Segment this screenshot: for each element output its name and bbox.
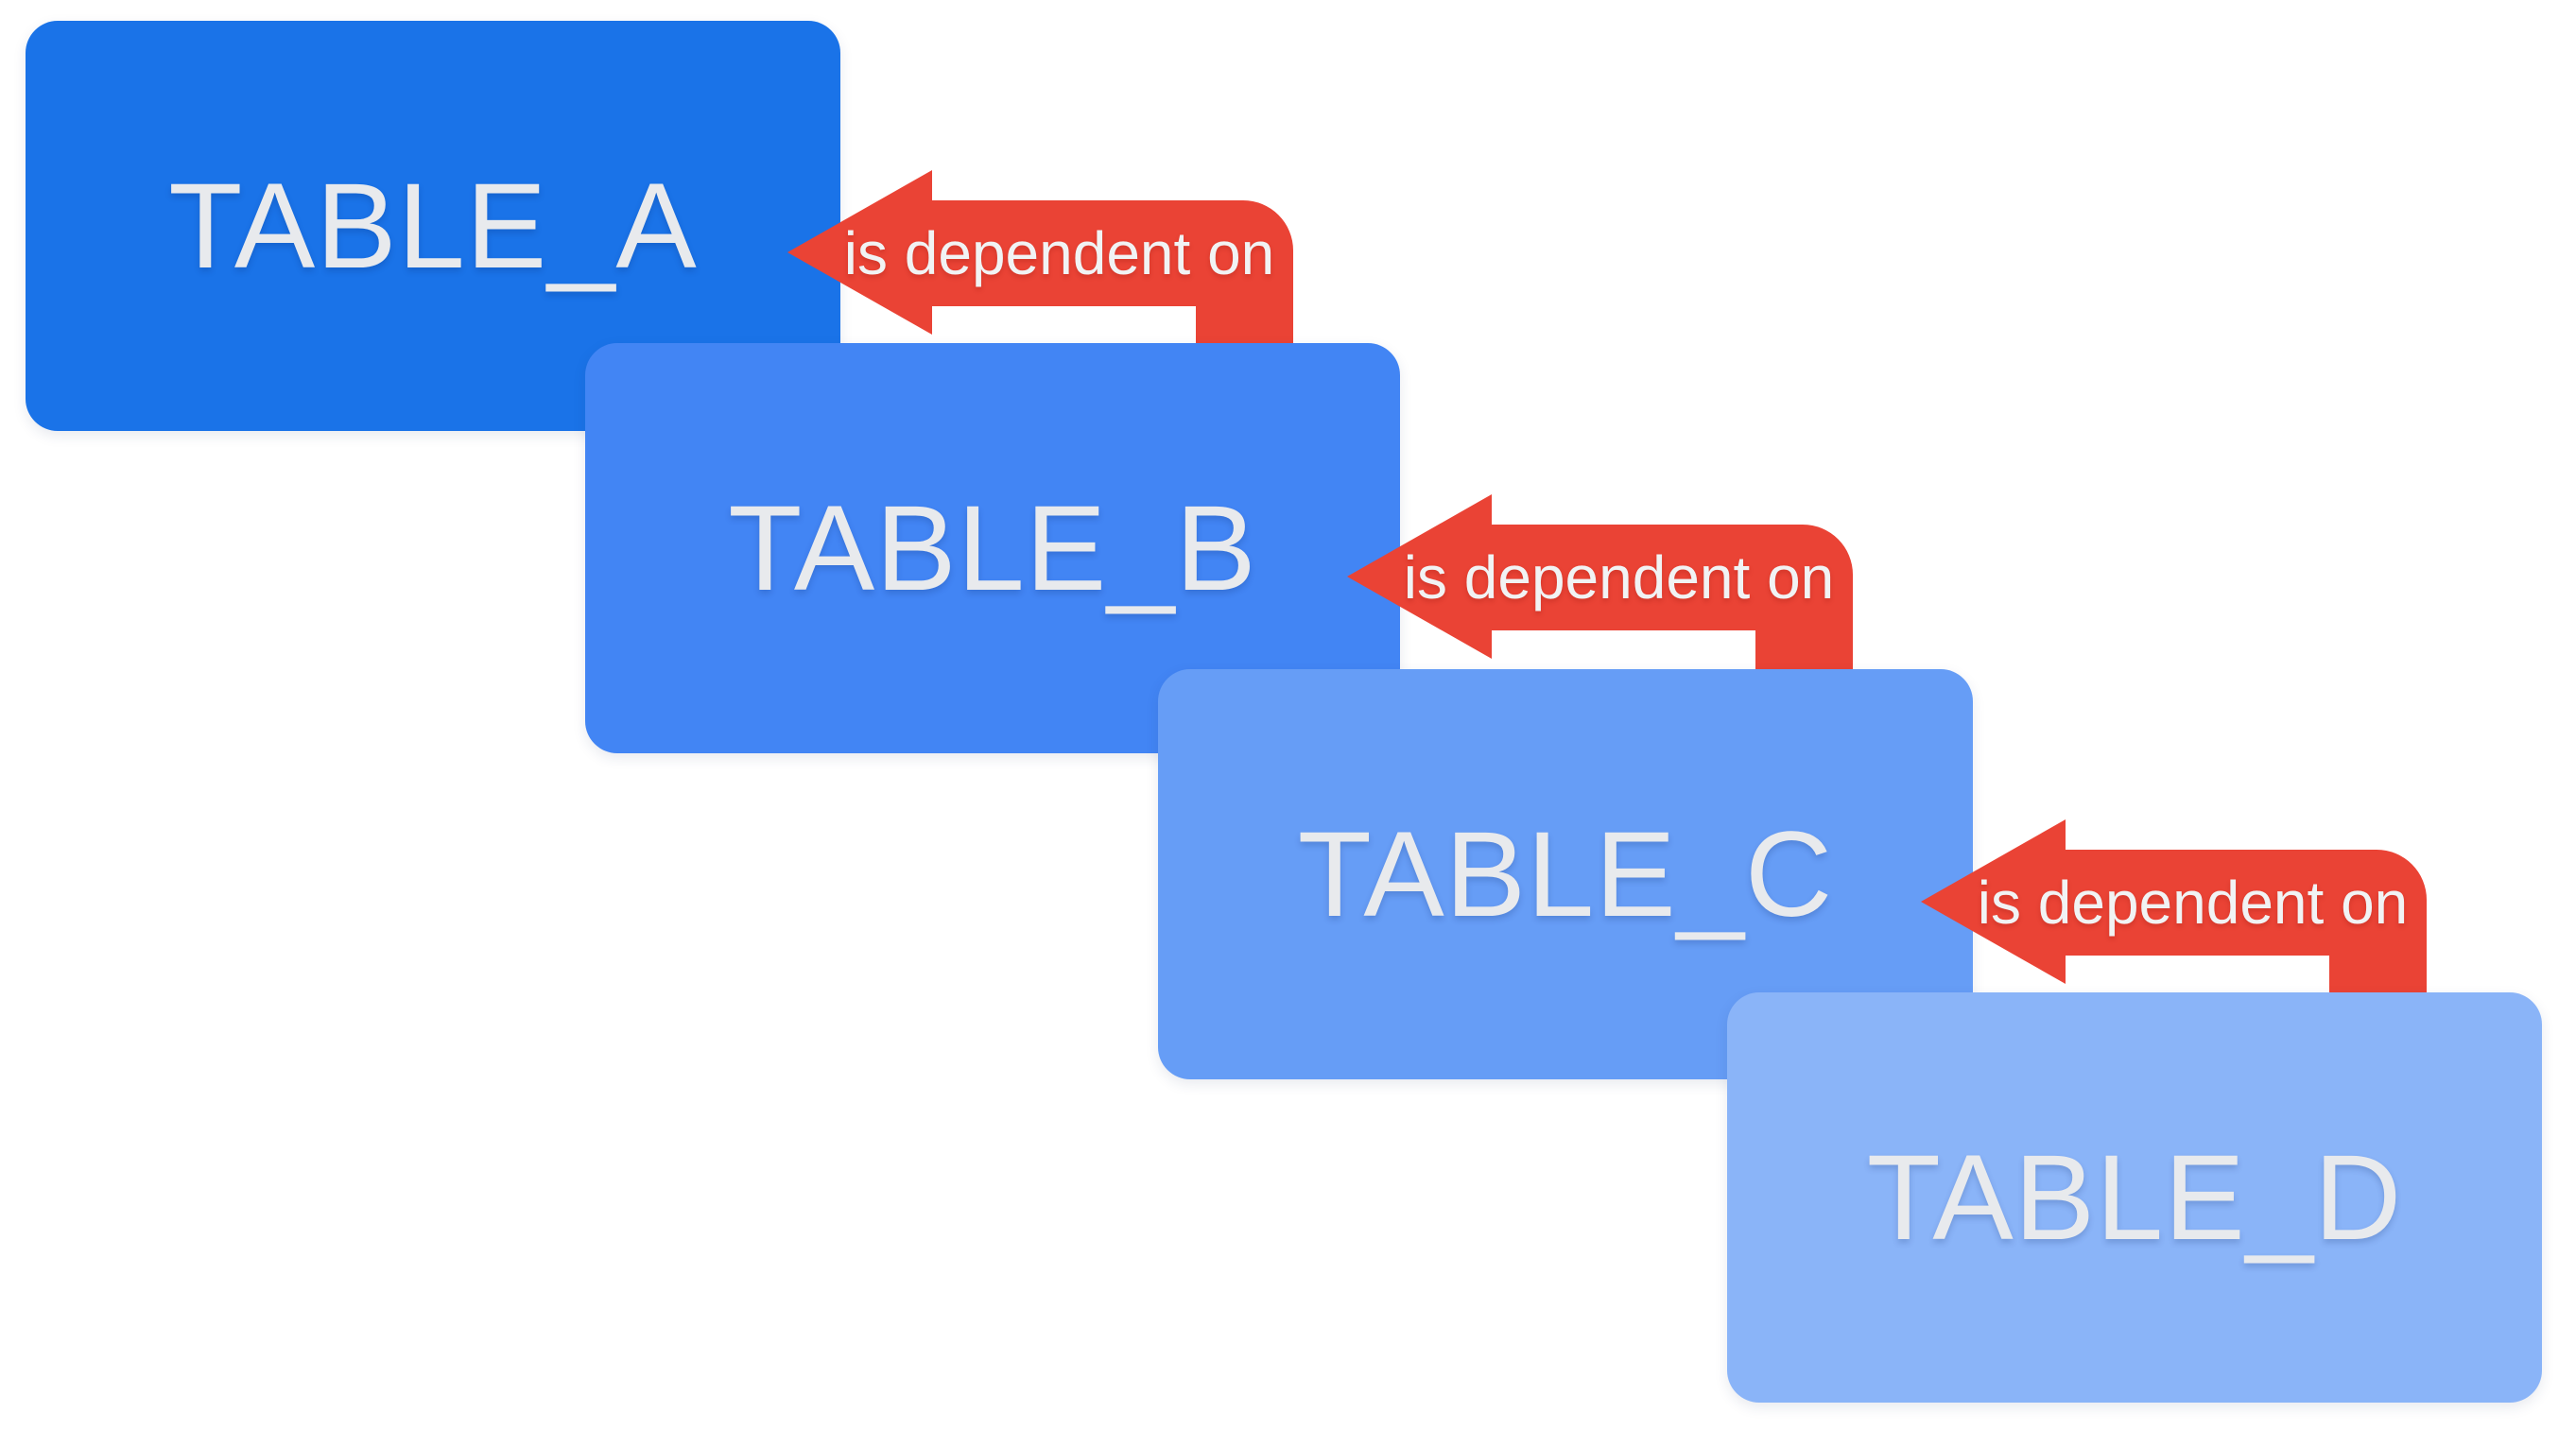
table-node-d-label: TABLE_D: [1866, 1129, 2403, 1266]
left-arrow-icon: [1921, 819, 2427, 999]
dependency-arrow-label: is dependent on: [843, 219, 1275, 287]
left-arrow-icon: [1347, 494, 1853, 674]
dependency-arrow-b-to-a: is dependent on: [787, 170, 1293, 350]
dependency-arrow-label: is dependent on: [1977, 869, 2409, 937]
left-arrow-icon: [787, 170, 1293, 350]
dependency-arrow-d-to-c: is dependent on: [1921, 819, 2427, 999]
table-node-d: TABLE_D: [1727, 992, 2542, 1403]
table-node-b-label: TABLE_B: [728, 480, 1257, 616]
dependency-arrow-c-to-b: is dependent on: [1347, 494, 1853, 674]
table-node-a: TABLE_A: [26, 21, 840, 431]
table-node-c-label: TABLE_C: [1297, 806, 1834, 942]
dependency-arrow-label: is dependent on: [1403, 543, 1835, 612]
table-node-a-label: TABLE_A: [168, 158, 698, 294]
table-node-b: TABLE_B: [585, 343, 1400, 753]
